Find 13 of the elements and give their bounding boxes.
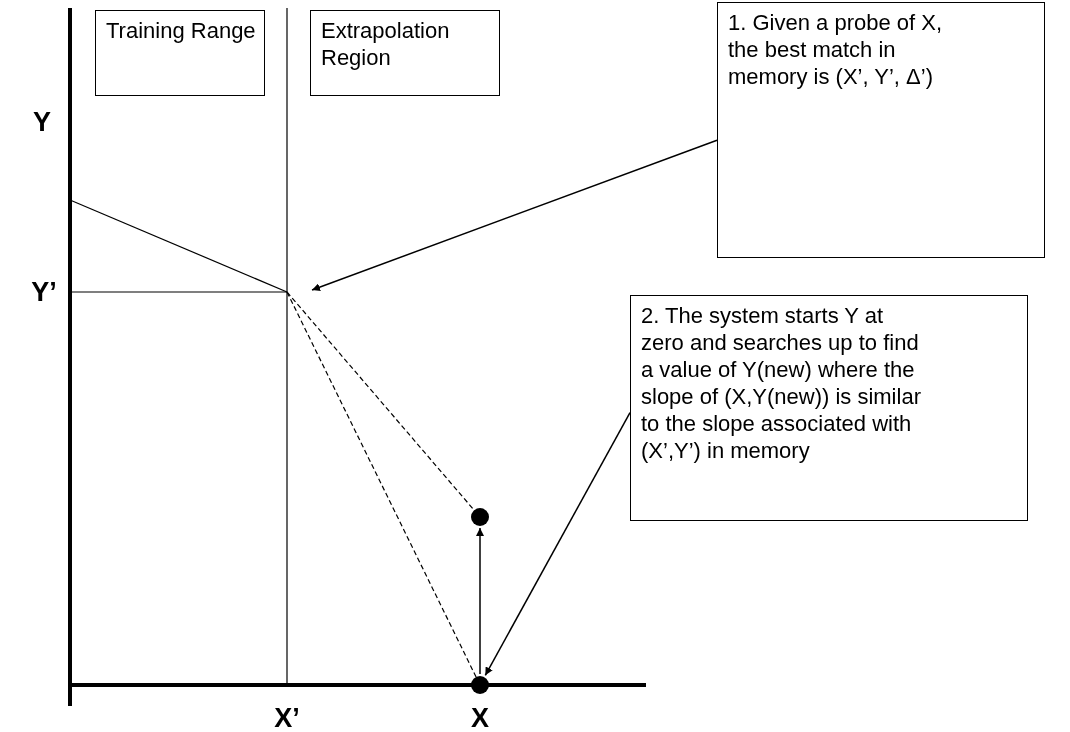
axis-label: X’	[274, 702, 300, 732]
axis-label: Y	[33, 106, 51, 138]
region-label-box: Training Range	[95, 10, 265, 96]
data-point	[471, 676, 489, 694]
axis-label: X	[471, 702, 489, 732]
callout-box: 2. The system starts Y at zero and searches up to find a value of Y(new) where the slope of (X,Y(new)) is similar to the slope associated with (X’,Y’) in memory	[630, 295, 1028, 521]
data-point	[471, 508, 489, 526]
region-label-box: Extrapolation Region	[310, 10, 500, 96]
leader-arrow	[484, 411, 631, 677]
leader-arrow	[311, 139, 718, 291]
arrow	[476, 527, 484, 675]
callout-box: 1. Given a probe of X, the best match in memory is (X’, Y’, Δ’)	[717, 2, 1045, 258]
axis-label: Y’	[31, 276, 57, 308]
